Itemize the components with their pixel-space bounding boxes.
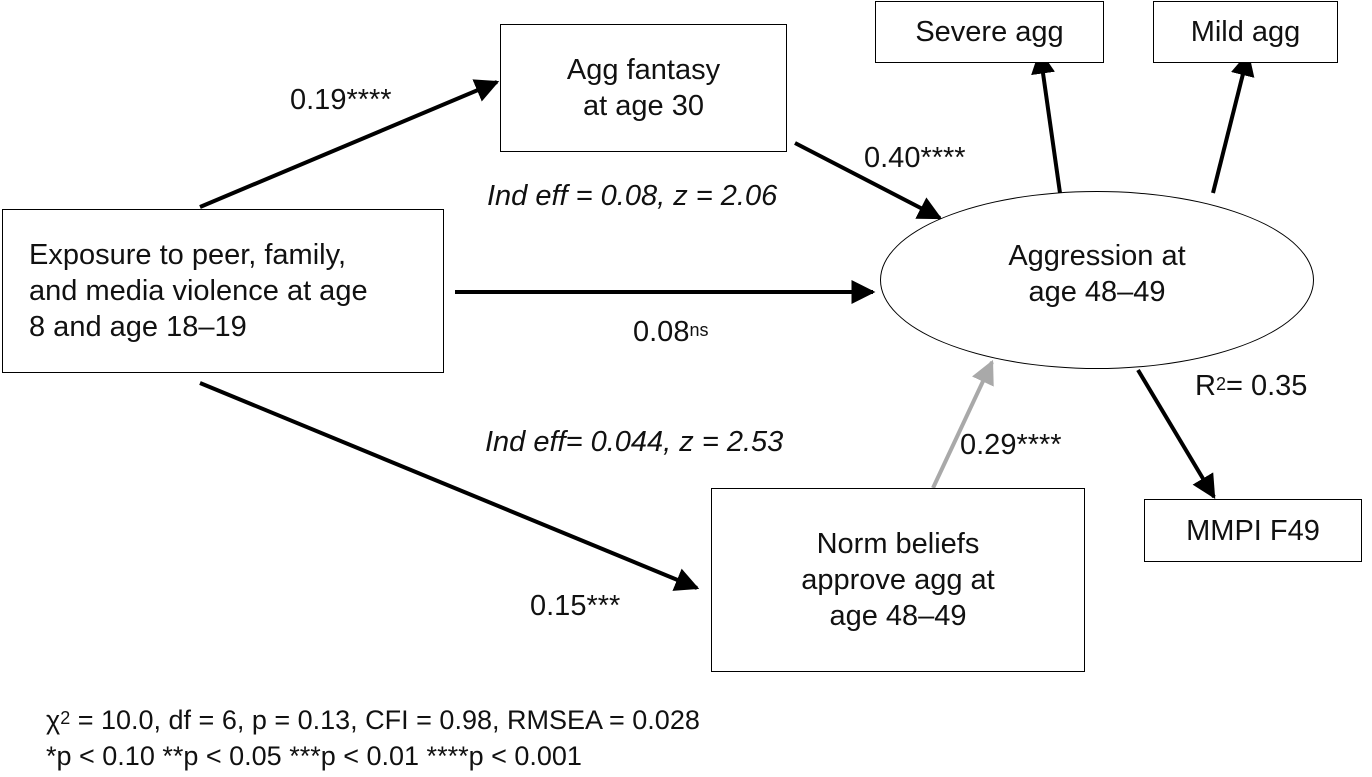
r-squared-value: = 0.35	[1225, 370, 1308, 402]
coef-exposure-norm-sig: ***	[586, 590, 621, 622]
significance-key: *p < 0.10 **p < 0.05 ***p < 0.01 ****p <…	[46, 741, 582, 771]
indirect-fantasy: Ind eff = 0.08, z = 2.06	[487, 180, 778, 212]
arrow-exposure-to-fantasy	[199, 79, 500, 209]
coef-fantasy-aggression: 0.40****	[864, 142, 966, 174]
arrow-aggression-to-severe	[1031, 49, 1062, 194]
coef-exposure-fantasy-sig: ****	[346, 84, 392, 116]
aggression-line1: Aggression at	[1008, 240, 1186, 272]
coef-fantasy-aggression-sig: ****	[920, 142, 966, 174]
indirect-norm: Ind eff= 0.044, z = 2.53	[485, 426, 784, 458]
coef-exposure-norm: 0.15***	[530, 590, 620, 622]
severe-agg-node: Severe agg	[875, 1, 1104, 63]
severe-agg-label: Severe agg	[915, 16, 1064, 48]
mmpi-node: MMPI F49	[1144, 499, 1362, 562]
fantasy-node: Agg fantasy at age 30	[500, 24, 787, 152]
coef-fantasy-aggression-value: 0.40	[864, 142, 921, 174]
coef-exposure-fantasy-value: 0.19	[290, 84, 347, 116]
arrow-norm-to-aggression	[931, 359, 994, 489]
norm-line2: approve agg at	[801, 564, 995, 596]
coef-exposure-aggression-value: 0.08	[633, 316, 690, 348]
fit-text: = 10.0, df = 6, p = 0.13, CFI = 0.98, RM…	[70, 705, 700, 735]
arrow-aggression-to-mmpi	[1136, 368, 1216, 500]
arrow-fantasy-to-aggression	[794, 141, 943, 220]
exposure-line2: and media violence at age	[29, 275, 368, 307]
coef-norm-aggression: 0.29****	[960, 429, 1062, 461]
fantasy-line1: Agg fantasy	[566, 54, 721, 86]
exposure-node: Exposure to peer, family, and media viol…	[2, 209, 444, 373]
norm-line3: age 48–49	[829, 600, 967, 632]
coef-exposure-fantasy: 0.19****	[290, 84, 392, 116]
coef-exposure-aggression: 0.08ns	[633, 316, 708, 348]
exposure-line1: Exposure to peer, family,	[29, 239, 347, 271]
fantasy-line2: at age 30	[583, 90, 704, 122]
mmpi-label: MMPI F49	[1186, 514, 1320, 547]
exposure-line3: 8 and age 18–19	[29, 311, 247, 343]
coef-exposure-aggression-sig: ns	[689, 320, 709, 340]
mild-agg-label: Mild agg	[1190, 16, 1301, 48]
norm-line1: Norm beliefs	[816, 528, 980, 560]
r-squared-sup: 2	[1215, 374, 1226, 394]
aggression-line2: age 48–49	[1028, 276, 1166, 308]
arrow-exposure-to-norm	[199, 381, 700, 591]
r-squared-label: R	[1195, 370, 1216, 402]
coef-norm-aggression-sig: ****	[1016, 429, 1062, 461]
arrow-aggression-to-mild	[1211, 51, 1255, 194]
coef-norm-aggression-value: 0.29	[960, 429, 1017, 461]
norm-node: Norm beliefs approve agg at age 48–49	[711, 488, 1085, 672]
coef-exposure-norm-value: 0.15	[530, 590, 587, 622]
aggression-node: Aggression at age 48–49	[880, 191, 1314, 369]
fit-statistics: χ2 = 10.0, df = 6, p = 0.13, CFI = 0.98,…	[46, 704, 700, 736]
mild-agg-node: Mild agg	[1153, 1, 1338, 63]
r-squared: R2= 0.35	[1195, 370, 1307, 402]
chi-symbol: χ	[46, 705, 61, 735]
chi-sup: 2	[60, 708, 71, 728]
